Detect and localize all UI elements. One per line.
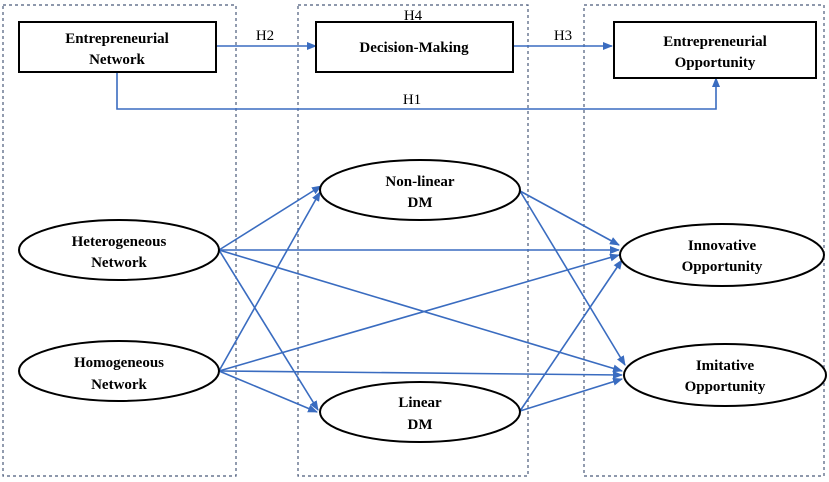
arrow-heterogeneous-to-imitative — [218, 249, 623, 373]
nonlinear-dm-node: Non-linear DM — [319, 159, 521, 221]
heterogeneous-network-node: Heterogeneous Network — [18, 219, 220, 281]
imitative-opportunity-line2: Opportunity — [685, 379, 766, 395]
hypothesis-h1-label: H1 — [403, 92, 421, 108]
linear-dm-line1: Linear — [398, 395, 442, 411]
entrepreneurial-network-box: Entrepreneurial Network — [18, 21, 217, 73]
entrepreneurial-network-line2: Network — [89, 52, 145, 68]
arrow-heterogeneous-to-linear — [218, 249, 319, 411]
decision-column-frame — [297, 4, 529, 477]
decision-making-label: Decision-Making — [359, 40, 469, 56]
heterogeneous-network-line2: Network — [91, 255, 147, 271]
innovative-opportunity-node: Innovative Opportunity — [619, 223, 825, 287]
hypothesis-h2-label: H2 — [256, 28, 274, 44]
homogeneous-network-node: Homogeneous Network — [18, 340, 220, 402]
entrepreneurial-opportunity-line1: Entrepreneurial — [663, 34, 767, 50]
entrepreneurial-opportunity-line2: Opportunity — [675, 55, 756, 71]
decision-making-box: Decision-Making — [315, 21, 514, 73]
arrow-homogeneous-to-innovative — [218, 253, 620, 372]
linear-dm-node: Linear DM — [319, 381, 521, 443]
arrow-homogeneous-to-nonlinear — [218, 191, 321, 372]
arrow-heterogeneous-to-nonlinear — [218, 185, 322, 251]
homogeneous-network-line2: Network — [91, 377, 147, 393]
arrow-nonlinear-to-imitative — [519, 190, 626, 366]
linear-dm-line2: DM — [408, 417, 433, 433]
hypothesis-h3-label: H3 — [554, 28, 572, 44]
nonlinear-dm-line2: DM — [408, 195, 433, 211]
network-column-frame — [2, 4, 237, 477]
arrow-homogeneous-to-imitative — [218, 370, 623, 379]
heterogeneous-network-line1: Heterogeneous — [72, 234, 167, 250]
top-arrows — [116, 42, 720, 110]
arrow-linear-to-imitative — [519, 377, 623, 412]
homogeneous-network-line1: Homogeneous — [74, 355, 164, 371]
opportunity-column-frame — [583, 4, 825, 477]
imitative-opportunity-line1: Imitative — [696, 358, 755, 374]
hypothesis-h4-label: H4 — [404, 8, 423, 24]
lower-model-arrows — [218, 185, 626, 413]
nonlinear-dm-line1: Non-linear — [385, 174, 455, 190]
entrepreneurial-network-line1: Entrepreneurial — [65, 31, 169, 47]
imitative-opportunity-node: Imitative Opportunity — [623, 343, 827, 407]
innovative-opportunity-line2: Opportunity — [682, 259, 763, 275]
arrow-nonlinear-to-innovative — [519, 190, 620, 246]
arrow-linear-to-innovative — [519, 259, 623, 412]
entrepreneurial-opportunity-box: Entrepreneurial Opportunity — [613, 21, 817, 79]
arrow-homogeneous-to-linear — [218, 370, 318, 413]
arrow-h1 — [116, 72, 720, 110]
innovative-opportunity-line1: Innovative — [688, 238, 757, 254]
